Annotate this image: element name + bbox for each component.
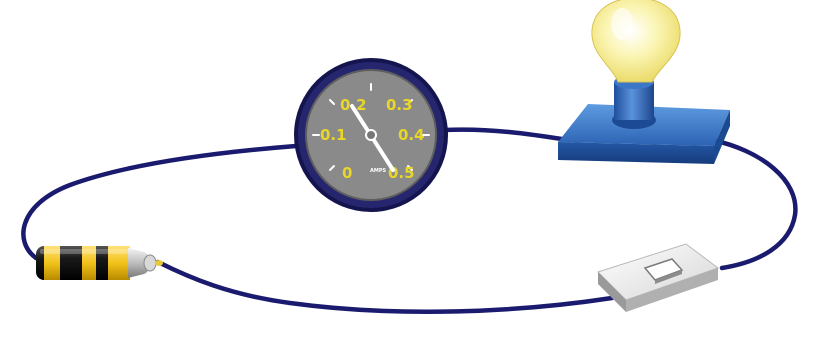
switch — [597, 243, 720, 312]
scale-label-0: 0 — [342, 164, 352, 182]
scale-label-0.1: 0.1 — [320, 126, 347, 144]
wire-ammeter-to-lamp — [441, 127, 571, 143]
ammeter-needle — [350, 104, 395, 172]
scale-label-0.3: 0.3 — [386, 96, 413, 114]
wire-loop — [21, 127, 798, 314]
toggle-switch-icon — [597, 243, 720, 312]
wire-battery-to-ammeter — [21, 143, 299, 261]
scale-label-0.4: 0.4 — [398, 126, 425, 144]
unit-label: AMPS — [370, 168, 387, 174]
wire-switch-to-battery — [155, 259, 615, 314]
wire-lamp-to-switch — [709, 137, 798, 271]
lamp — [558, 0, 730, 164]
battery — [36, 246, 163, 280]
scale-label-0.5: 0.5 — [388, 164, 415, 182]
light-bulb-icon — [558, 0, 730, 164]
ammeter: 0.2 0.3 0.1 0.4 0 0.5 AMPS — [294, 58, 448, 212]
battery-icon — [36, 246, 163, 280]
